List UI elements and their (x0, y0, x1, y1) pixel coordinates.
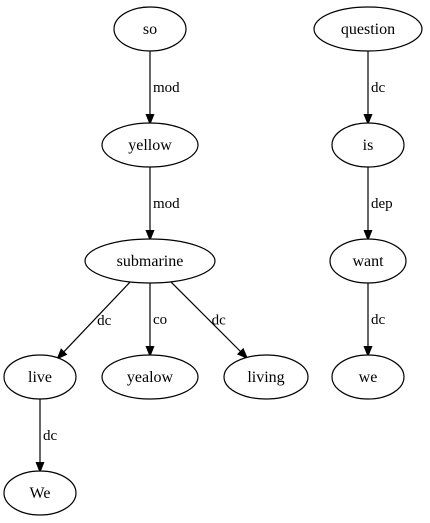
node-living: living (223, 354, 309, 400)
edge-label-submarine-to-living: dc (212, 313, 227, 329)
node-label-yealow: yealow (127, 369, 174, 386)
edge-label-so-to-yellow: mod (153, 80, 180, 96)
node-ellipse-question (313, 6, 423, 52)
node-label-question: question (341, 21, 395, 38)
node-yellow: yellow (101, 122, 199, 168)
node-submarine: submarine (84, 238, 216, 284)
node-ellipse-is (331, 122, 405, 168)
edge-label-question-to-is: dc (371, 80, 386, 96)
node-ellipse-submarine (84, 238, 216, 284)
node-so: so (113, 6, 187, 52)
node-label-We: We (30, 485, 51, 502)
node-label-we: we (359, 369, 378, 386)
node-is: is (331, 122, 405, 168)
node-ellipse-we (331, 354, 405, 400)
node-question: question (313, 6, 423, 52)
node-ellipse-yellow (101, 122, 199, 168)
node-label-live: live (28, 369, 52, 386)
node-label-want: want (352, 253, 384, 270)
node-label-living: living (247, 369, 284, 386)
node-we: we (331, 354, 405, 400)
node-ellipse-living (223, 354, 309, 400)
node-label-yellow: yellow (128, 137, 172, 154)
edge-label-live-to-We: dc (43, 428, 58, 444)
edge-submarine-to-living (170, 281, 247, 358)
node-label-so: so (143, 21, 157, 38)
edge-label-is-to-want: dep (371, 196, 393, 212)
edge-label-submarine-to-yealow: co (153, 312, 167, 328)
node-ellipse-We (3, 470, 77, 516)
node-ellipse-want (329, 238, 407, 284)
node-live: live (3, 354, 77, 400)
node-label-is: is (363, 137, 374, 154)
edge-label-submarine-to-live: dc (97, 313, 112, 329)
edge-label-yellow-to-submarine: mod (153, 196, 180, 212)
node-ellipse-so (113, 6, 187, 52)
edge-submarine-to-live (58, 281, 131, 358)
node-We: We (3, 470, 77, 516)
edges-layer: mod mod dc co dc dc dc dep dc (40, 51, 393, 471)
node-ellipse-yealow (101, 354, 199, 400)
node-label-submarine: submarine (117, 253, 184, 270)
node-ellipse-live (3, 354, 77, 400)
node-want: want (329, 238, 407, 284)
node-yealow: yealow (101, 354, 199, 400)
edge-label-want-to-we: dc (371, 312, 386, 328)
